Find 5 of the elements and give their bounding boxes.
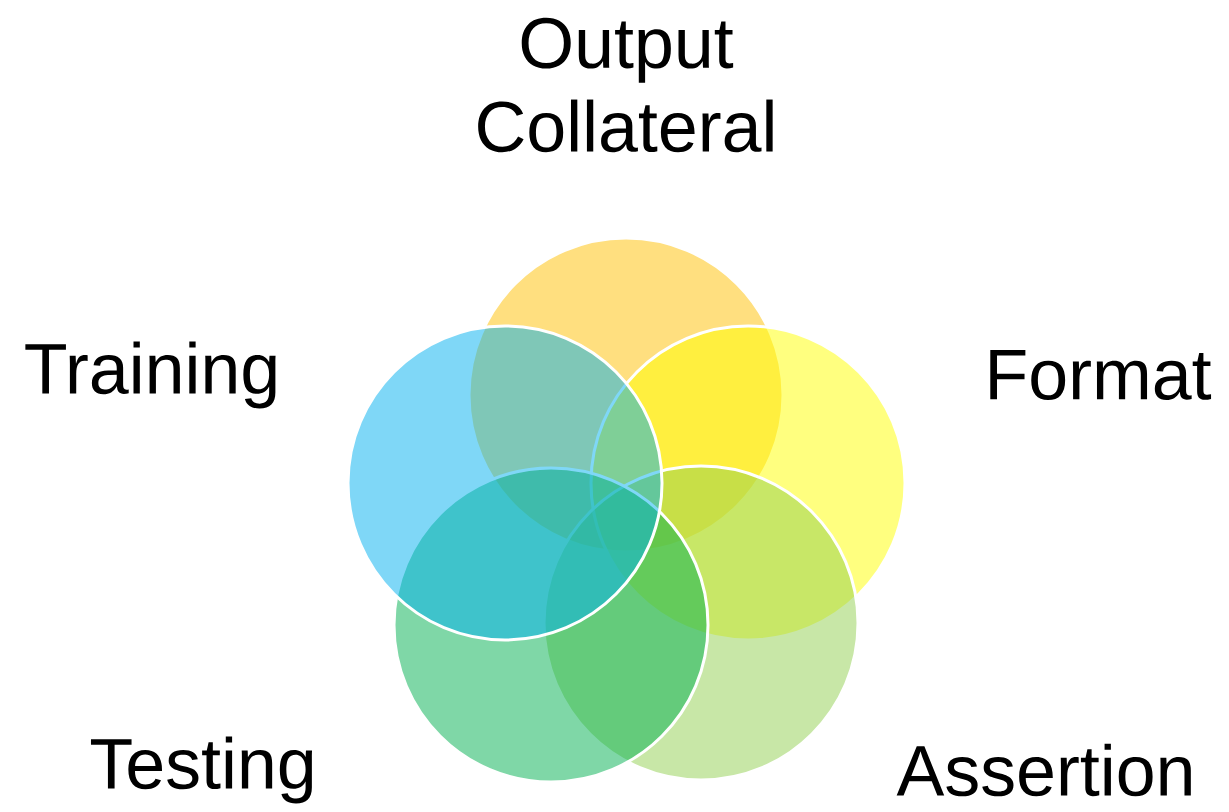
circle-label: Training xyxy=(25,341,276,409)
circle-label: Format xyxy=(990,349,1212,400)
circle-label: Assertion xyxy=(896,743,1191,797)
circle-label: Output Collateral xyxy=(478,17,773,153)
circle-label: Testing xyxy=(91,736,313,804)
